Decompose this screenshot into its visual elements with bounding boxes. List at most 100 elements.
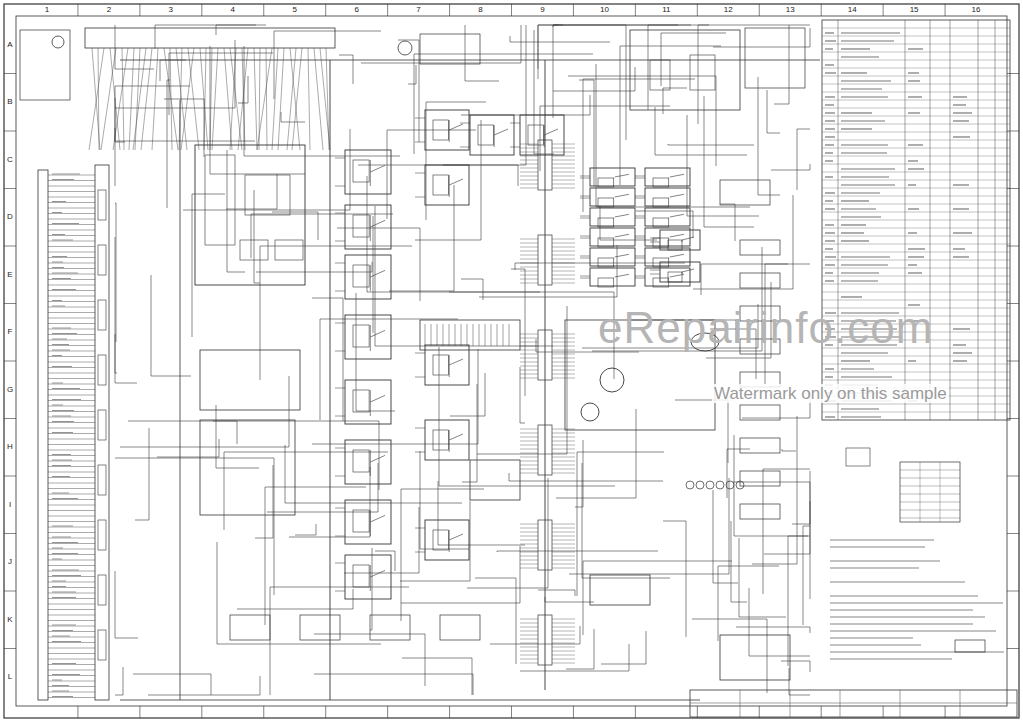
wire bbox=[520, 560, 538, 561]
wire bbox=[520, 184, 538, 185]
fuse-element bbox=[479, 324, 480, 346]
terminal-block bbox=[98, 245, 106, 275]
wire bbox=[583, 79, 695, 212]
grid-row-letter: H bbox=[7, 443, 13, 451]
relay-contact bbox=[449, 534, 463, 540]
wire bbox=[552, 441, 575, 442]
table-row-line bbox=[822, 68, 1010, 69]
wire bbox=[510, 147, 520, 148]
grid-tick bbox=[1007, 533, 1019, 534]
wire bbox=[648, 25, 709, 110]
wire bbox=[89, 48, 104, 150]
wire bbox=[698, 25, 810, 124]
table-row-line bbox=[822, 36, 1010, 37]
grid-tick bbox=[759, 4, 760, 16]
wire bbox=[575, 440, 583, 507]
wire bbox=[520, 243, 538, 244]
wire bbox=[169, 53, 273, 115]
wire bbox=[48, 670, 95, 671]
wire bbox=[216, 405, 259, 468]
relay-module bbox=[345, 255, 391, 299]
table-entry-mark bbox=[841, 280, 878, 281]
wire bbox=[48, 191, 95, 192]
grid-tick bbox=[263, 4, 264, 16]
table-entry-mark bbox=[953, 232, 972, 233]
wire-tag-mark bbox=[52, 300, 62, 301]
wire bbox=[552, 346, 575, 347]
fuse-element bbox=[461, 324, 462, 346]
table-entry-mark bbox=[841, 416, 881, 417]
main-harness bbox=[120, 700, 700, 701]
wire bbox=[212, 48, 218, 150]
wire bbox=[48, 422, 95, 423]
switch-box bbox=[740, 240, 780, 255]
wire bbox=[789, 668, 810, 695]
wire bbox=[308, 48, 310, 150]
wire bbox=[552, 152, 575, 153]
grid-tick bbox=[77, 4, 78, 16]
note-text-mark bbox=[830, 602, 1003, 603]
wire bbox=[520, 160, 538, 161]
wire-tag-mark bbox=[52, 586, 66, 587]
wire bbox=[752, 416, 797, 564]
wire bbox=[120, 376, 289, 447]
relay-contact bbox=[682, 272, 683, 274]
table-entry-mark bbox=[908, 80, 920, 81]
wire bbox=[520, 354, 538, 355]
grid-column-number: 5 bbox=[292, 6, 296, 14]
wire bbox=[635, 218, 645, 219]
wire bbox=[510, 123, 520, 124]
wire bbox=[520, 271, 538, 272]
wire bbox=[582, 463, 670, 578]
wire bbox=[569, 478, 729, 574]
wire bbox=[552, 247, 575, 248]
title-block-line bbox=[840, 690, 841, 717]
wire bbox=[520, 362, 538, 363]
grid-tick bbox=[325, 4, 326, 16]
wire bbox=[151, 275, 191, 376]
wire-tag-mark bbox=[52, 548, 63, 549]
wire bbox=[774, 25, 789, 104]
table-entry-mark bbox=[841, 152, 887, 153]
table-row-line bbox=[822, 412, 1010, 413]
wire bbox=[48, 334, 95, 335]
grid-tick bbox=[1007, 361, 1019, 362]
relay-contact bbox=[615, 234, 629, 237]
wire bbox=[251, 214, 393, 258]
wire bbox=[552, 639, 575, 640]
wire bbox=[295, 524, 316, 535]
grid-tick bbox=[1007, 246, 1019, 247]
wire bbox=[580, 238, 590, 239]
table-row-line bbox=[822, 100, 1010, 101]
wire-tag-mark bbox=[52, 526, 73, 527]
relay-contact bbox=[370, 270, 385, 277]
table-entry-mark bbox=[841, 80, 891, 81]
table-entry-mark bbox=[908, 248, 925, 249]
wire bbox=[238, 48, 248, 150]
relay-contact bbox=[449, 359, 463, 365]
table-column-line bbox=[920, 462, 921, 522]
table-row-line bbox=[900, 502, 960, 503]
wire bbox=[415, 552, 425, 553]
controller-box bbox=[630, 30, 740, 110]
wire bbox=[763, 469, 810, 594]
table-entry-mark bbox=[953, 248, 965, 249]
relay-module bbox=[425, 420, 469, 460]
relay-contact bbox=[370, 325, 371, 351]
grid-tick bbox=[4, 246, 16, 247]
relay-module bbox=[590, 168, 635, 186]
wire bbox=[566, 629, 594, 669]
wire bbox=[552, 635, 575, 636]
table-entry-mark bbox=[841, 120, 885, 121]
table-entry-mark bbox=[908, 184, 916, 185]
table-entry-mark bbox=[953, 360, 967, 361]
wire bbox=[635, 236, 645, 237]
note-text-mark bbox=[830, 630, 996, 631]
grid-tick bbox=[1007, 303, 1019, 304]
relay-coil bbox=[433, 430, 448, 450]
wire bbox=[115, 128, 255, 141]
grid-column-number: 16 bbox=[972, 6, 981, 14]
wire bbox=[292, 48, 302, 150]
wire-tag-mark bbox=[52, 685, 69, 686]
terminal-block bbox=[98, 300, 106, 330]
